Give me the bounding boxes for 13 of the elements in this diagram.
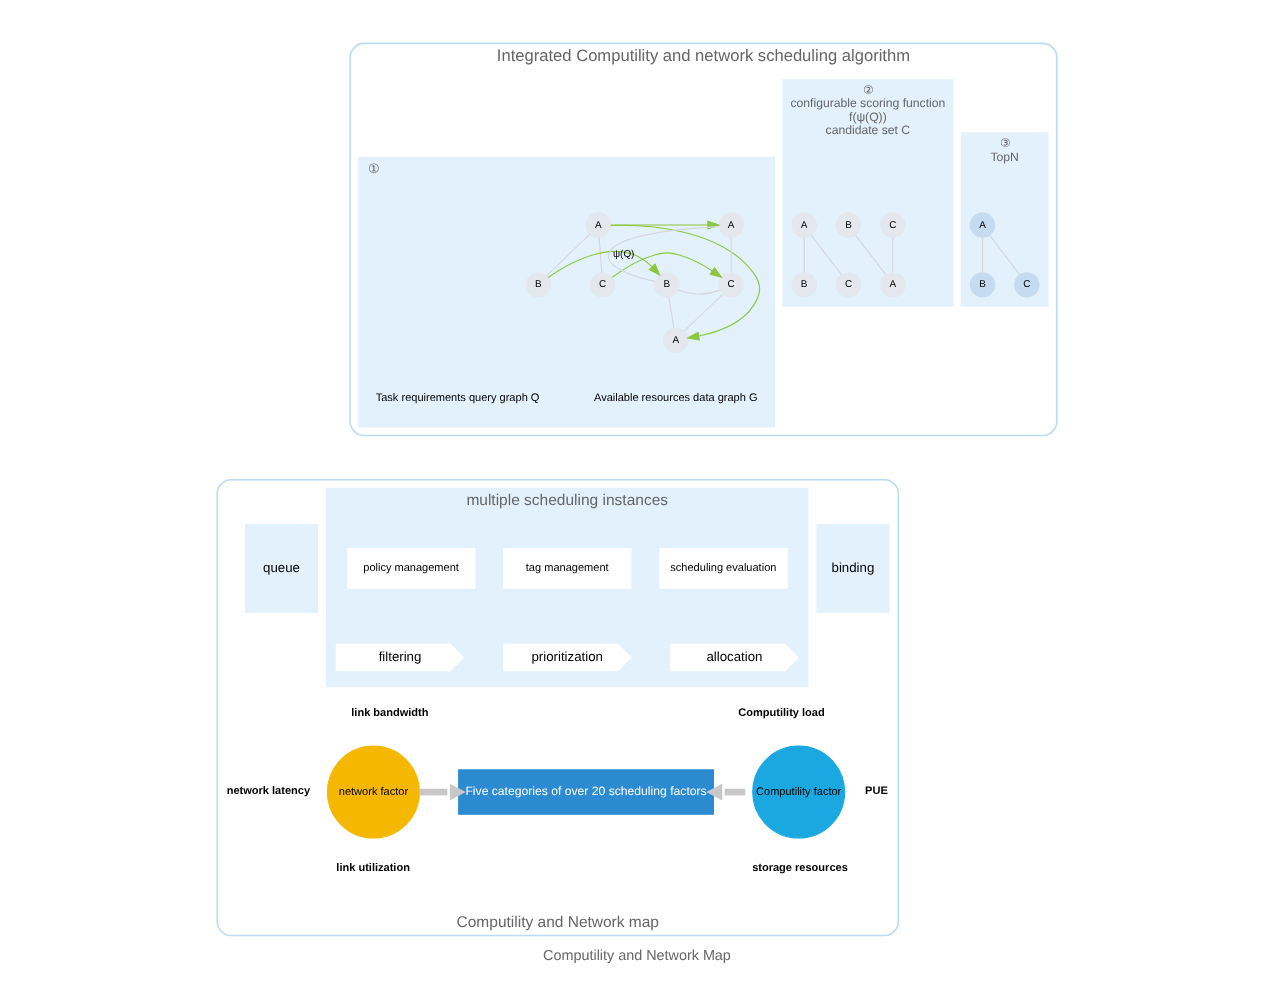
arrow bbox=[610, 224, 761, 341]
arrow bbox=[547, 251, 661, 279]
connector bbox=[810, 234, 843, 276]
arrow bbox=[611, 252, 723, 279]
arrow bbox=[706, 783, 746, 801]
connector bbox=[988, 234, 1021, 276]
arrow bbox=[419, 783, 466, 801]
connector bbox=[683, 293, 724, 332]
connector bbox=[546, 233, 591, 277]
connector bbox=[981, 236, 984, 273]
connector bbox=[608, 226, 720, 282]
arrow bbox=[610, 220, 721, 230]
connector bbox=[854, 234, 887, 276]
